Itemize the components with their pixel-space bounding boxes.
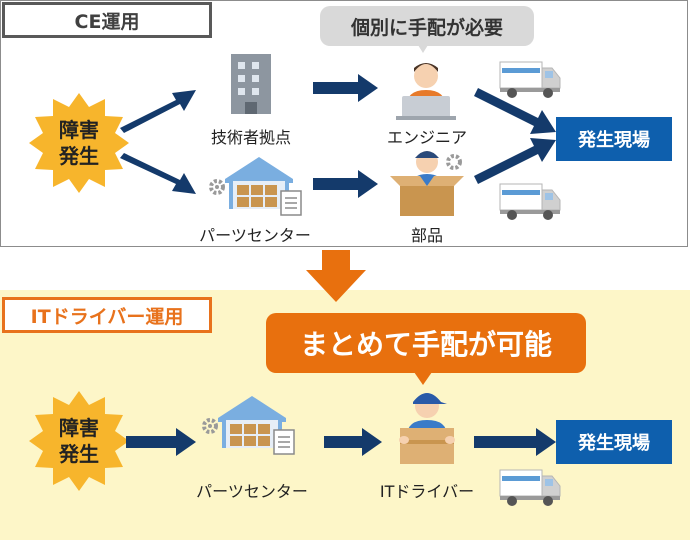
parts-center-label-it: パーツセンター <box>196 482 308 501</box>
transition-arrow <box>306 250 366 302</box>
arrow-incident-to-partscenter-it <box>126 428 196 456</box>
incident-label-ce-line1: 障害 <box>59 118 99 142</box>
truck-icon-ce-bottom <box>499 183 561 221</box>
incident-label-ce-line2: 発生 <box>59 144 99 168</box>
ce-operation-tag: CE運用 <box>2 2 212 38</box>
arrow-parts-to-site <box>474 138 556 184</box>
incident-label-it: 障害 発生 <box>49 415 109 467</box>
incident-label-ce: 障害 発生 <box>49 117 109 169</box>
truck-icon-it <box>499 469 561 507</box>
arrow-driver-to-site <box>474 428 556 456</box>
incident-label-it-line1: 障害 <box>59 416 99 440</box>
it-driver-icon <box>399 393 455 464</box>
bubble-gray-pointer <box>418 45 428 53</box>
arrow-engineer-to-site <box>474 88 556 134</box>
it-driver-label: ITドライバー <box>379 482 475 501</box>
it-driver-operation-tag: ITドライバー運用 <box>2 297 212 333</box>
arrow-partscenter-to-parts <box>313 170 378 198</box>
site-box-ce: 発生現場 <box>556 117 672 161</box>
arrow-incident-to-partscenter <box>120 153 196 194</box>
arrow-techbase-to-engineer <box>313 74 378 102</box>
parts-box-icon <box>390 151 464 216</box>
engineer-icon <box>396 63 456 120</box>
bulk-arrangement-bubble: まとめて手配が可能 <box>266 313 586 373</box>
arrow-partscenter-to-driver <box>324 428 382 456</box>
parts-label: 部品 <box>410 226 443 245</box>
incident-label-it-line2: 発生 <box>59 442 99 466</box>
warehouse-icon-ce <box>209 155 303 217</box>
arrow-incident-to-techbase <box>120 90 196 133</box>
building-icon <box>231 54 271 114</box>
bubble-orange-pointer <box>414 372 432 385</box>
tech-base-label: 技術者拠点 <box>210 128 291 147</box>
truck-icon-ce-top <box>499 61 561 99</box>
individual-arrangement-bubble: 個別に手配が必要 <box>320 6 534 46</box>
engineer-label: エンジニア <box>386 128 467 147</box>
parts-center-label-ce: パーツセンター <box>199 226 311 245</box>
site-box-it: 発生現場 <box>556 420 672 464</box>
warehouse-icon-it <box>202 394 296 456</box>
